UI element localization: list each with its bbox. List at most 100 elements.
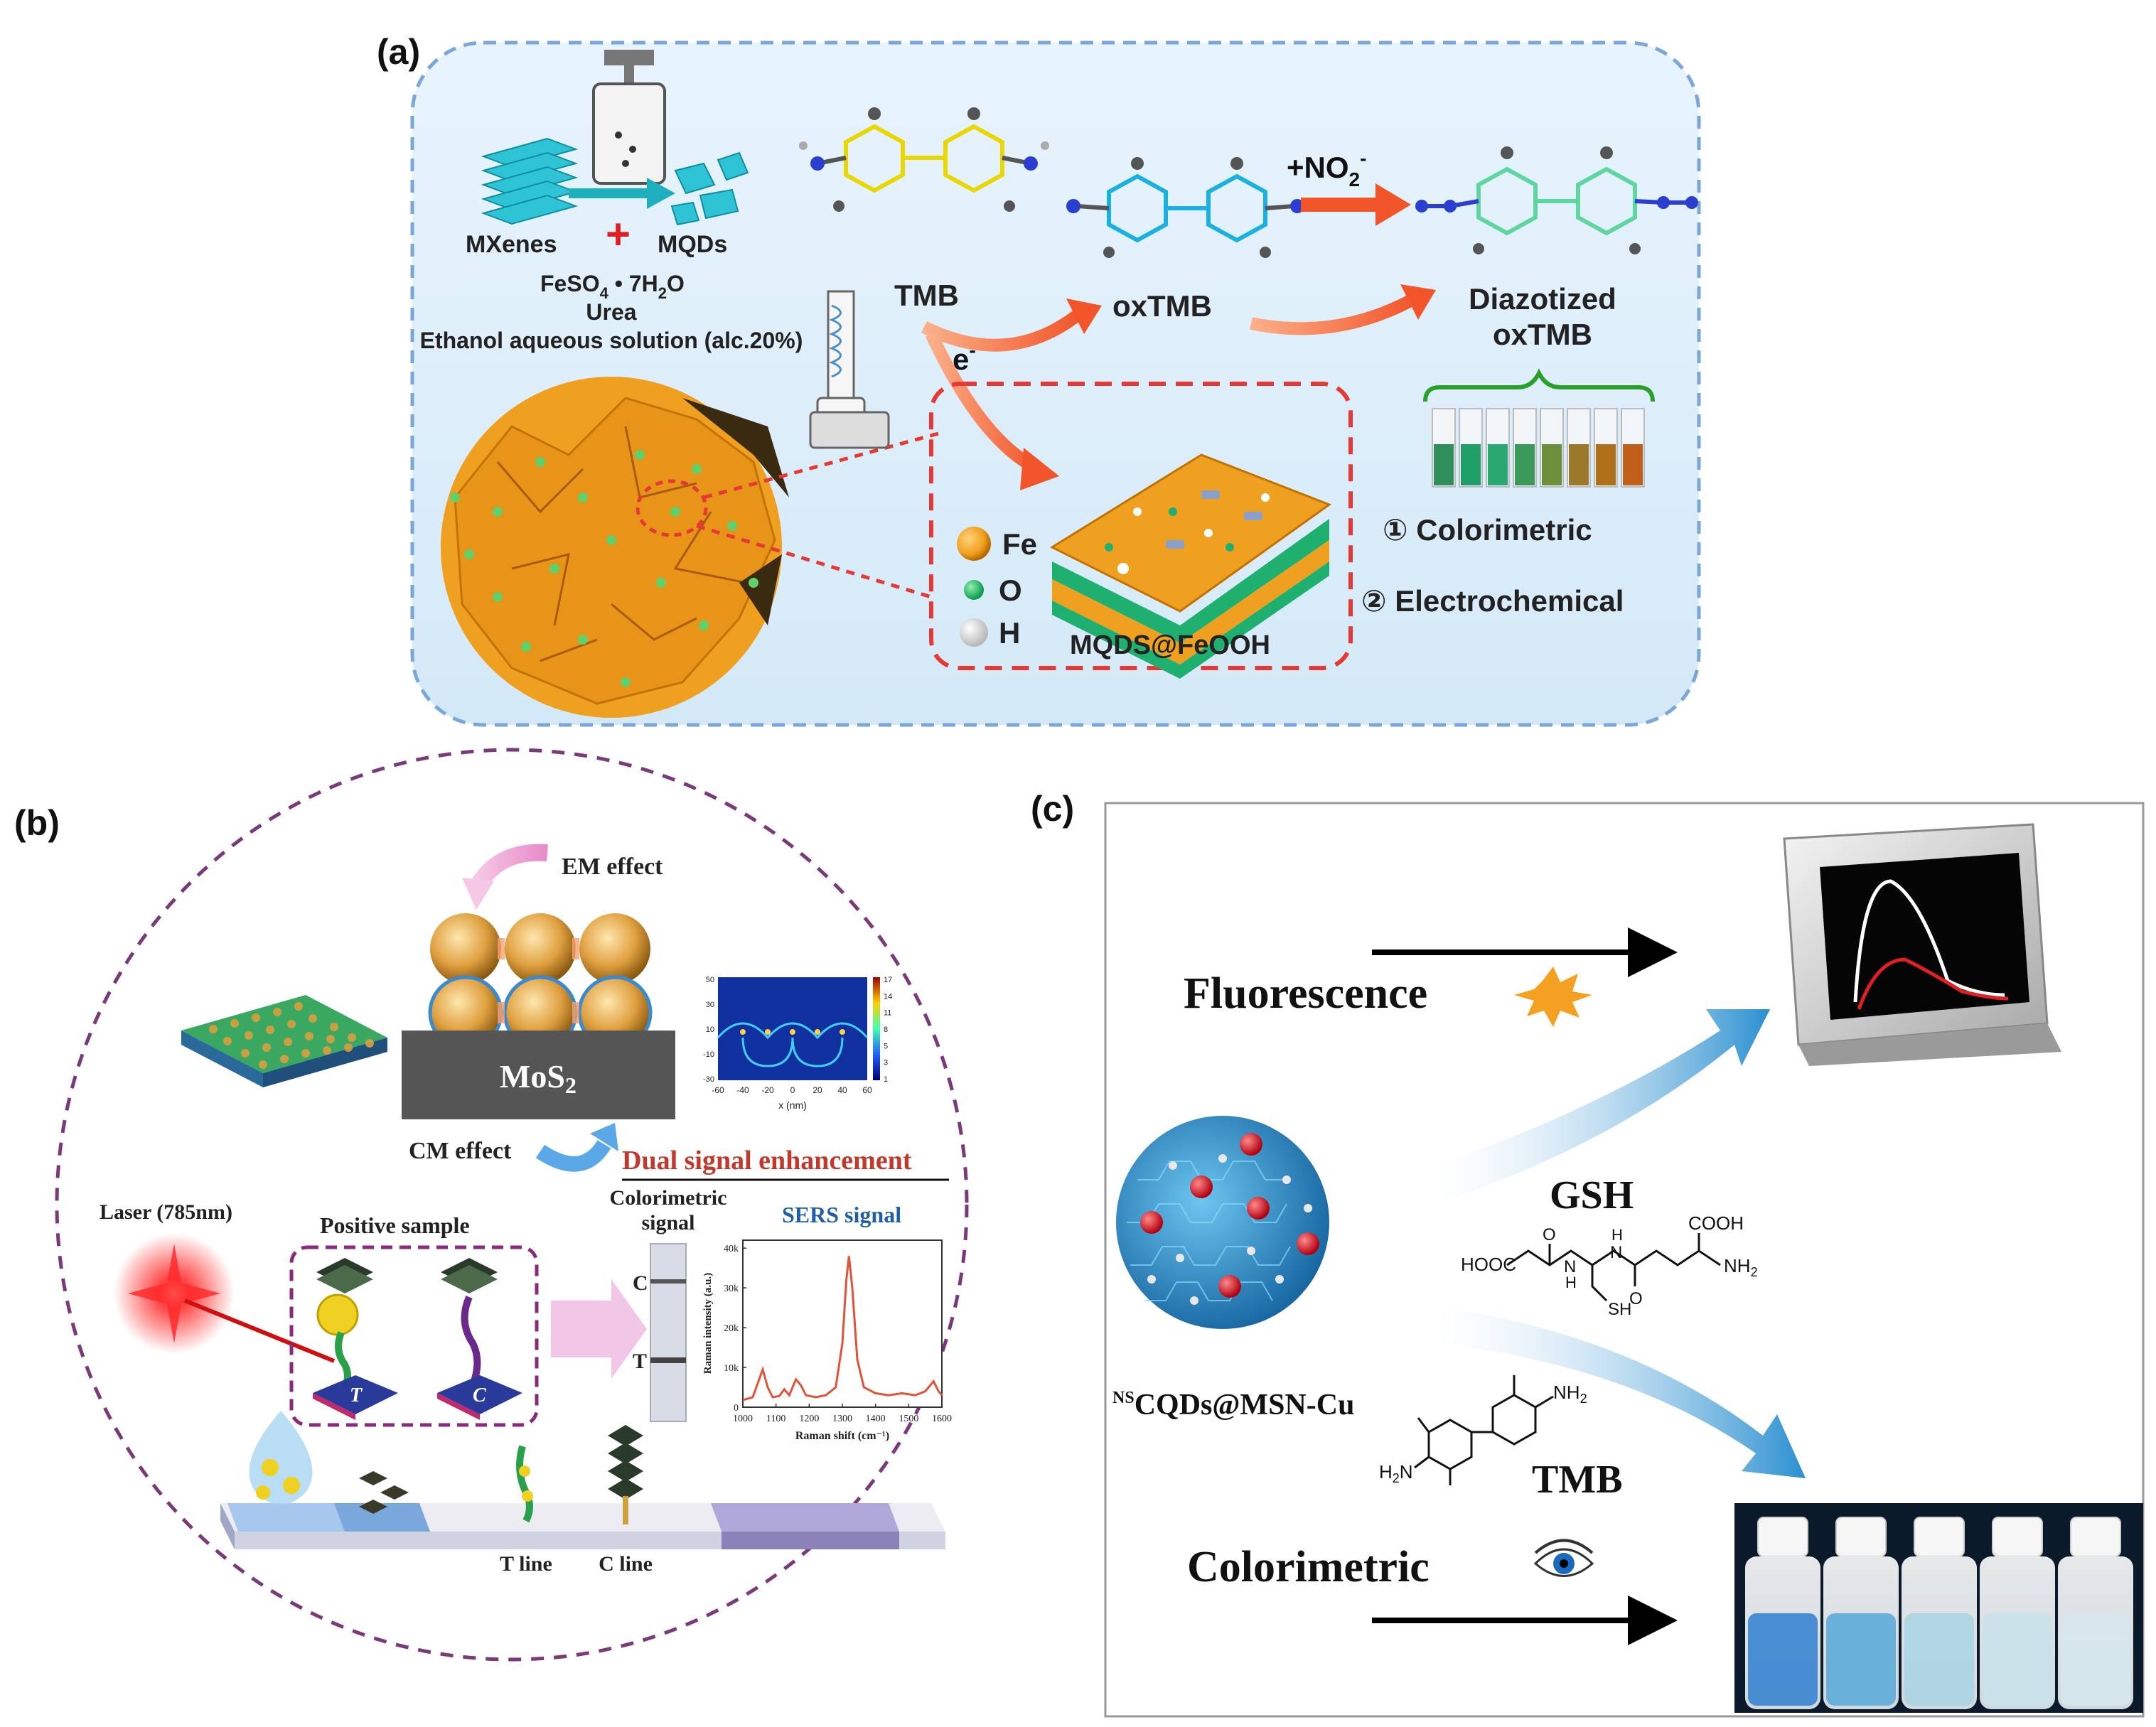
- plus-sign: +: [606, 210, 631, 258]
- raman-x-tick-label: 1100: [766, 1414, 785, 1424]
- mqds-flakes-icon: [670, 151, 749, 226]
- diazotized-label-line1: Diazotized: [1469, 282, 1616, 316]
- heatmap-x-tick: 40: [837, 1085, 847, 1095]
- legend-h-swatch: [960, 618, 988, 647]
- vial-a-solution-4: [1515, 444, 1535, 485]
- raman-x-tick-label: 1300: [832, 1414, 852, 1424]
- vial-a-solution-7: [1596, 444, 1616, 485]
- em-effect-arrow-head-icon: [462, 878, 494, 910]
- vial-c-solution-3: [1904, 1613, 1974, 1706]
- fluorescence-path-arrow: [1436, 1009, 1770, 1201]
- positive-sample-label: Positive sample: [320, 1212, 470, 1238]
- vial-a-solution-1: [1434, 444, 1454, 485]
- gsh-sh: SH: [1608, 1300, 1631, 1319]
- zoom-circle: [635, 479, 708, 537]
- heatmap-x-tick: 0: [790, 1085, 795, 1095]
- oxtmb-to-diazotized-arrow: [1250, 293, 1418, 335]
- vial-c-cap-1: [1757, 1517, 1808, 1557]
- composite-label: MQDS@FeOOH: [1070, 630, 1270, 660]
- legend-o-label: O: [999, 574, 1022, 607]
- heatmap-y-tick: 30: [706, 1001, 714, 1009]
- legend-o-swatch: [964, 580, 984, 600]
- heatmap-scale-tick: 17: [884, 976, 892, 984]
- gsh-nh2: NH2: [1724, 1255, 1758, 1279]
- fluorescence-burst-icon: [1514, 967, 1592, 1027]
- tmb-to-oxtmb-arrow-head-icon: [1066, 298, 1102, 334]
- raman-x-tick-label: 1000: [733, 1414, 753, 1424]
- synthesis-arrow-head-icon: [647, 178, 675, 209]
- nanoparticle-label: NSCQDs@MSN-Cu: [1112, 1389, 1354, 1421]
- c-line-probe-icon: [608, 1425, 643, 1524]
- dual-signal-title: Dual signal enhancement: [622, 1146, 912, 1175]
- autoclave-icon: [592, 50, 666, 185]
- raman-y-tick-label: 0: [734, 1403, 739, 1414]
- raman-x-tick-label: 1600: [932, 1414, 952, 1424]
- zoom-line-bottom: [696, 524, 932, 599]
- colorimetric-signal-label-line2: signal: [641, 1211, 694, 1234]
- heatmap-x-tick: -60: [712, 1085, 724, 1095]
- color-vial-row: [1432, 408, 1645, 488]
- test-strip: [650, 1243, 687, 1422]
- vial-c-cap-5: [2070, 1517, 2121, 1557]
- tmb-label: TMB: [894, 279, 959, 312]
- heatmap-x-tick: -20: [761, 1085, 774, 1095]
- vial-c-cap-2: [1835, 1517, 1887, 1557]
- gsh-o-bottom: O: [1629, 1289, 1643, 1308]
- fluorescence-arrow-head-icon: [1628, 927, 1678, 977]
- mqds-label: MQDs: [658, 231, 727, 258]
- panel-c: (c) Fluorescence: [1031, 789, 2145, 1718]
- oxtmb-label: oxTMB: [1112, 289, 1212, 323]
- layered-composite-icon: [1049, 453, 1332, 679]
- tmb-to-composite-arrow-head-icon: [1020, 448, 1059, 490]
- vial-a-solution-6: [1569, 444, 1589, 485]
- synthesis-arrow-shaft: [569, 188, 650, 198]
- vial-a-solution-8: [1623, 444, 1643, 485]
- panel-a-label: (a): [377, 32, 420, 72]
- method-colorimetric: ① Colorimetric: [1383, 513, 1592, 547]
- gsh-label: GSH: [1550, 1173, 1634, 1217]
- vial-bracket: [1423, 368, 1655, 402]
- legend-fe-swatch: [957, 527, 991, 561]
- panel-c-label: (c): [1031, 789, 1074, 829]
- readout-arrow: [551, 1279, 647, 1379]
- reagent-ethanol: Ethanol aqueous solution (alc.20%): [420, 328, 803, 353]
- heatmap-y-tick: -10: [703, 1050, 714, 1059]
- gsh-structure-icon: [1506, 1233, 1721, 1302]
- nitrite-label: +NO2-: [1287, 147, 1366, 190]
- colorimetric-label: Colorimetric: [1187, 1543, 1430, 1591]
- condenser-apparatus-icon: [809, 290, 890, 449]
- vial-a-solution-3: [1488, 444, 1508, 485]
- heatmap-scale-tick: 14: [884, 992, 892, 1001]
- laser-beam: [183, 1298, 336, 1363]
- colorimetric-path-arrow: [1436, 1308, 1806, 1478]
- raman-plot-frame: [742, 1239, 943, 1408]
- feooh-sphere-icon: [441, 377, 789, 718]
- heatmap-y-tick: 50: [706, 976, 714, 984]
- tmb-structure-icon: [1414, 1375, 1554, 1485]
- t-tag: T: [350, 1384, 363, 1406]
- nitrite-arrow-shaft: [1301, 198, 1379, 212]
- sers-signal-label: SERS signal: [782, 1202, 901, 1227]
- strip-c-label: C: [633, 1271, 648, 1295]
- c-line-label: C line: [599, 1552, 653, 1576]
- heatmap-x-tick: 20: [812, 1085, 822, 1095]
- colorimetric-arrow-head-icon: [1628, 1596, 1678, 1645]
- heatmap-y-tick: -30: [703, 1075, 714, 1084]
- heatmap-scale-tick: 8: [884, 1026, 888, 1034]
- reagent-feso4: FeSO4 • 7H2O: [540, 271, 685, 302]
- raman-y-tick-label: 40k: [724, 1244, 739, 1254]
- raman-x-tick-label: 1200: [799, 1414, 819, 1424]
- heatmap-scale-tick: 3: [884, 1059, 888, 1067]
- mxenes-label: MXenes: [466, 231, 557, 258]
- cm-effect-arrow: [535, 1139, 611, 1172]
- vial-a-solution-5: [1542, 444, 1562, 485]
- mos2-substrate: [402, 1031, 675, 1119]
- cqds-msn-nanoparticle-icon: [1116, 1116, 1329, 1329]
- gsh-n-right: N: [1610, 1243, 1622, 1262]
- raman-y-tick-label: 10k: [724, 1363, 739, 1374]
- vial-a-solution-2: [1461, 444, 1481, 485]
